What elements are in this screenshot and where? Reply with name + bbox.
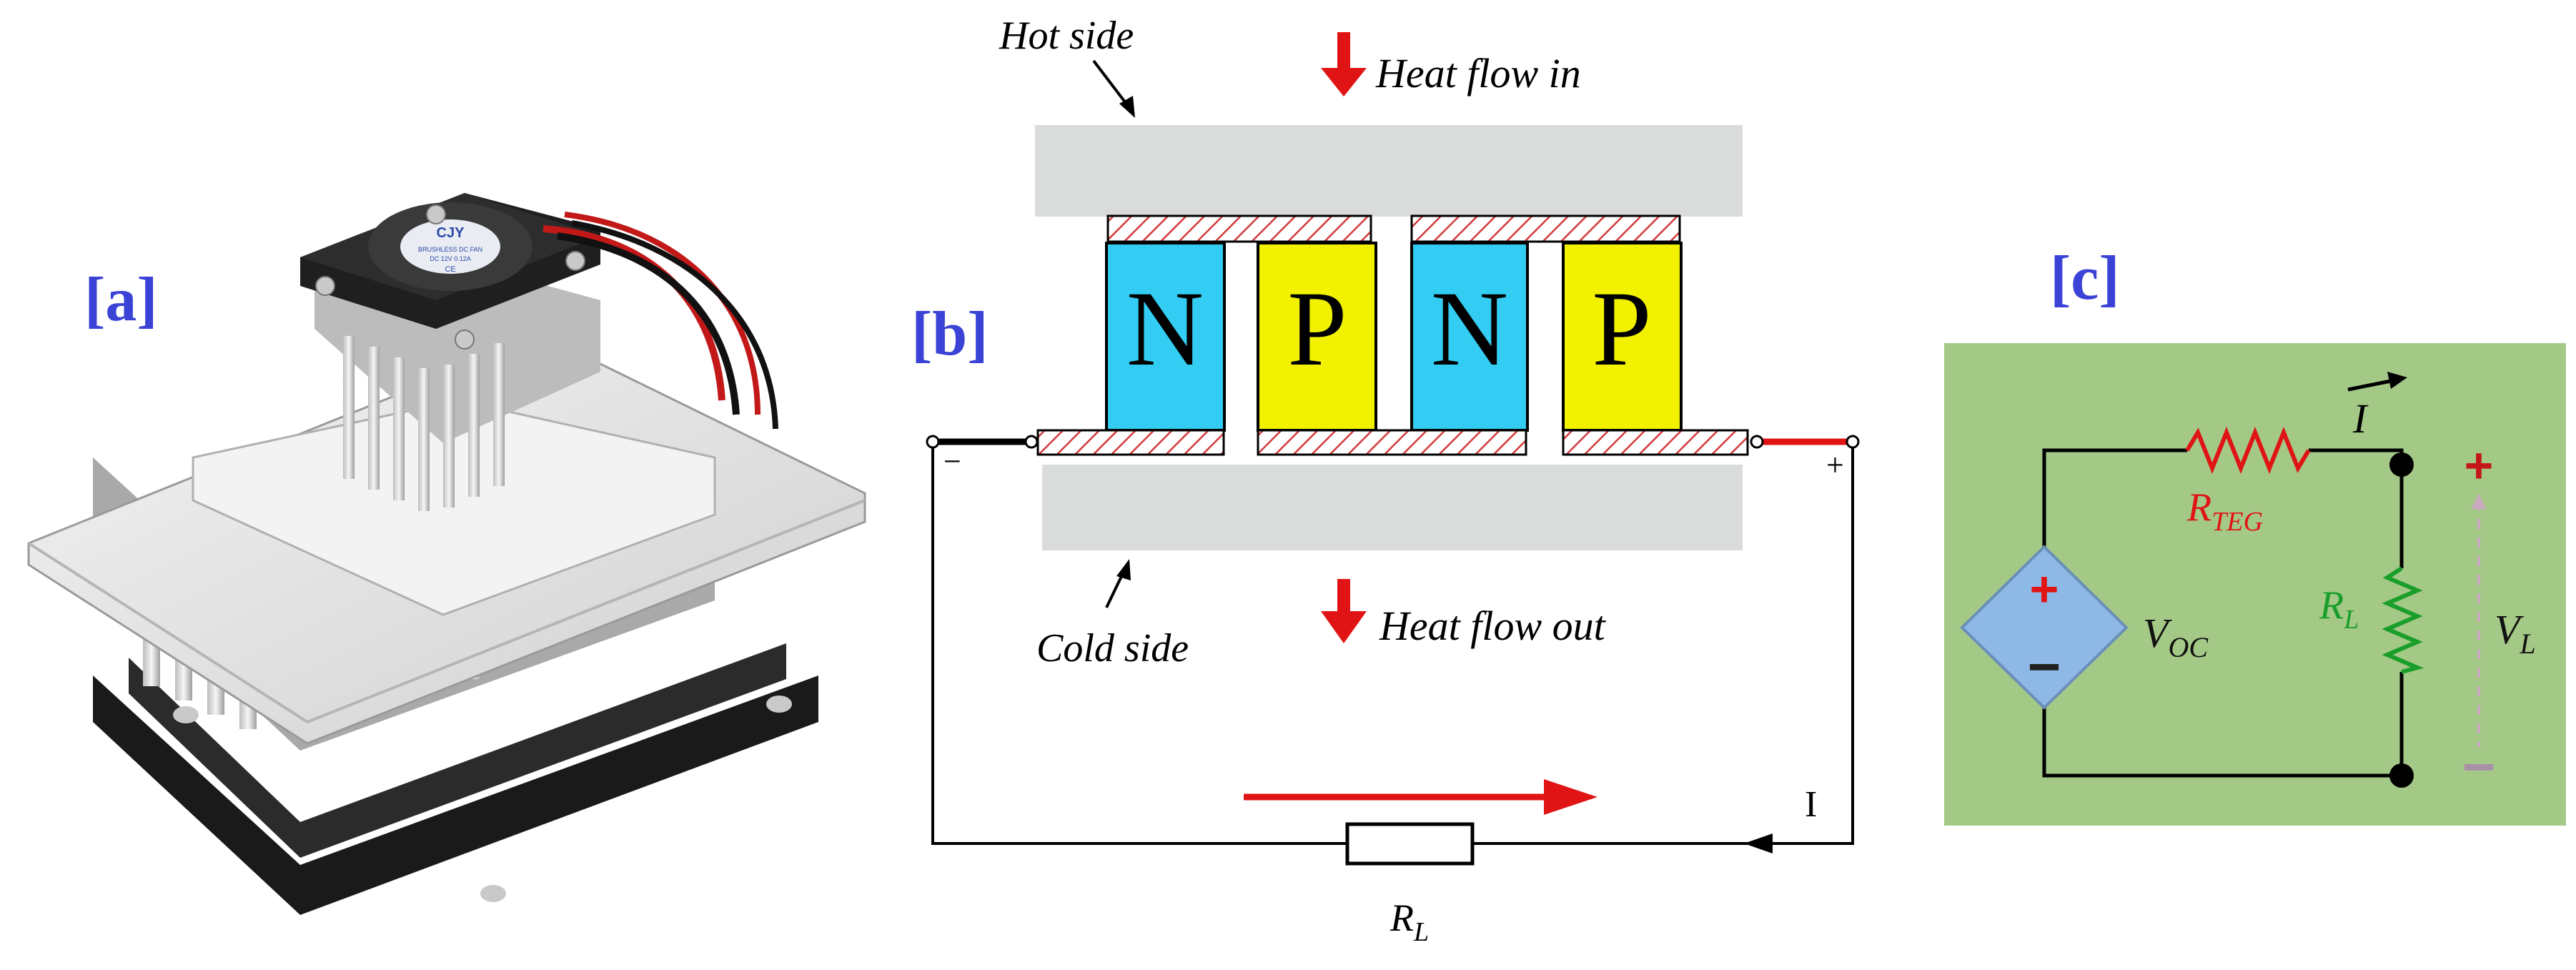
leg-label-p: P <box>1592 269 1651 388</box>
source-minus: − <box>2028 635 2061 698</box>
r-teg-label: RTEG <box>2186 485 2263 537</box>
leg-label-n: N <box>1126 269 1204 388</box>
r-load-resistor <box>2382 566 2424 674</box>
terminal-node <box>1024 435 1039 449</box>
circuit-wire-left <box>931 447 1347 845</box>
leg-label-p: P <box>1287 269 1347 388</box>
vl-label: VL <box>2495 606 2536 660</box>
negative-terminal <box>926 435 940 449</box>
heat-in-arrowhead <box>1321 68 1367 96</box>
vl-indicator-arrowhead <box>2472 493 2486 509</box>
hot-side-pointer-head <box>1119 96 1135 118</box>
leg-label-n: N <box>1431 269 1508 388</box>
current-arrowhead <box>2387 372 2407 389</box>
cold-side-pointer-head <box>1116 559 1131 580</box>
circuit-wire-top-left <box>2042 448 2187 547</box>
teg-device-photo: CJY BRUSHLESS DC FAN DC 12V 0.12A CE <box>27 193 866 915</box>
plus-sign: + <box>1826 447 1844 482</box>
r-load-label: RL <box>2319 583 2359 635</box>
voc-label: VOC <box>2143 610 2209 663</box>
positive-terminal <box>1846 435 1860 449</box>
heat-flow-in-label: Heat flow in <box>1375 50 1581 96</box>
load-label: RL <box>1389 896 1429 947</box>
hot-side-pointer <box>1092 59 1129 107</box>
current-arrow <box>2347 378 2395 392</box>
r-teg-resistor <box>2185 426 2311 475</box>
voltage-source <box>1960 545 2129 710</box>
current-arrowhead <box>1744 833 1773 853</box>
n-leg <box>1410 242 1529 432</box>
terminal-node <box>1750 435 1764 449</box>
minus-sign: − <box>943 444 961 479</box>
panel-c-label: [c] <box>2050 244 2120 313</box>
node-top <box>2389 452 2414 477</box>
fan-rating: DC 12V 0.12A <box>430 255 471 262</box>
top-conductor-strip <box>1106 214 1372 243</box>
panel-b-label: [b] <box>911 300 989 369</box>
heat-flow-out-label: Heat flow out <box>1379 603 1607 649</box>
panel-b: [b] N P N P − + I RL <box>911 14 1860 947</box>
cold-side-label: Cold side <box>1036 626 1189 670</box>
circuit-wire-top-right <box>2309 448 2404 568</box>
fan-mark: CE <box>445 265 455 274</box>
current-flow-arrowhead <box>1544 779 1597 815</box>
cold-plate <box>1042 465 1743 550</box>
load-resistor <box>1345 822 1475 866</box>
circuit-wire-bottom <box>2042 672 2404 778</box>
circuit-wire-right <box>1472 447 1854 845</box>
fan-text: BRUSHLESS DC FAN <box>418 246 482 253</box>
hot-plate <box>1035 125 1743 217</box>
fan-brand: CJY <box>437 225 465 241</box>
p-leg <box>1257 242 1377 432</box>
cold-side-pointer <box>1105 571 1125 608</box>
panel-c: [c] RTEG RL + − VOC I + − VL <box>1944 244 2566 826</box>
bottom-conductor-strip <box>1562 429 1749 456</box>
bottom-conductor-strip <box>1257 429 1527 456</box>
source-plus: + <box>2030 561 2059 617</box>
node-bottom <box>2389 763 2414 788</box>
current-label: I <box>1805 784 1817 825</box>
top-conductor-strip <box>1410 214 1681 243</box>
panel-a-label: [a] <box>84 265 158 335</box>
current-label: I <box>2352 395 2369 442</box>
vl-minus: − <box>2462 735 2496 798</box>
n-leg <box>1105 242 1226 432</box>
bottom-conductor-strip <box>1036 429 1225 456</box>
heat-out-arrowhead <box>1321 611 1367 643</box>
hot-side-label: Hot side <box>999 14 1134 58</box>
panel-a: [a] <box>27 193 866 915</box>
vl-plus: + <box>2464 437 2494 493</box>
